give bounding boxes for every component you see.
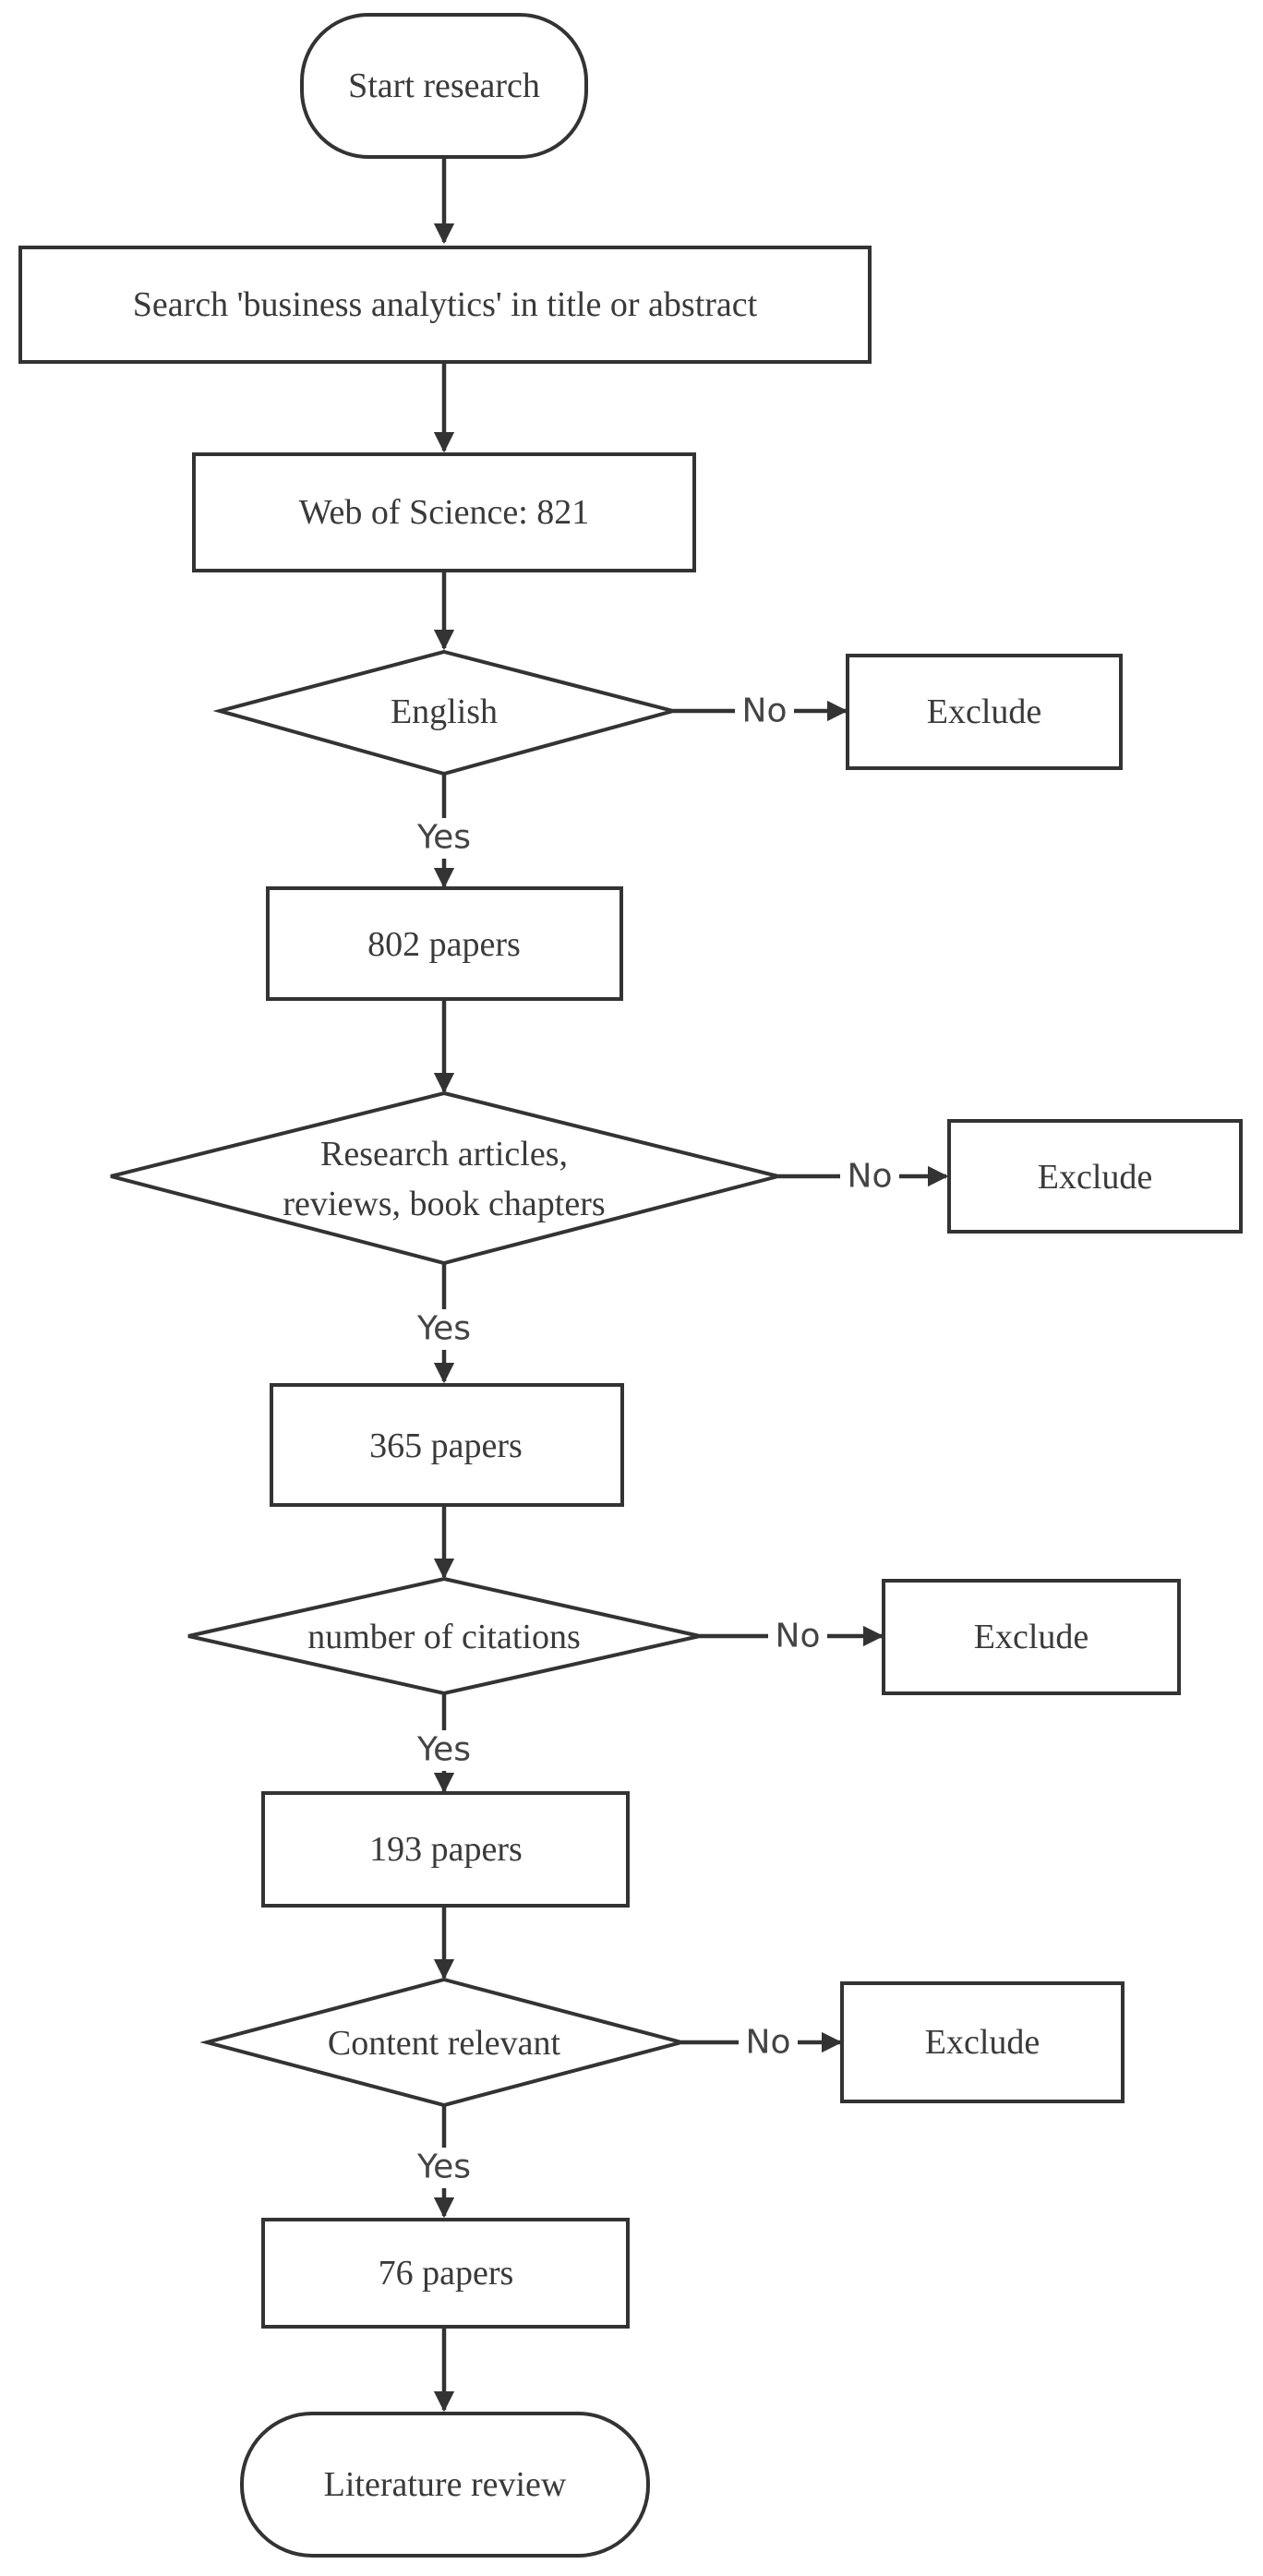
end-label: Literature review (324, 2465, 567, 2504)
exclude-box-2 (947, 1119, 1243, 1234)
document-type-decision (110, 1090, 779, 1266)
citations-decision-label: number of citations (307, 1618, 580, 1656)
papers-365-label: 365 papers (369, 1426, 523, 1465)
wos-label: Web of Science: 821 (299, 493, 590, 532)
exclude-label-4: Exclude (925, 2023, 1040, 2062)
document-type-label-line1: Research articles, (320, 1135, 568, 1174)
exclude-label-2: Exclude (1038, 1158, 1153, 1197)
yes-label: Yes (416, 2149, 471, 2186)
papers-802-label: 802 papers (367, 925, 521, 964)
exclude-box-3 (882, 1579, 1181, 1695)
exclude-label-3: Exclude (974, 1618, 1089, 1656)
wos-box (192, 452, 696, 572)
papers-76-box (261, 2218, 630, 2329)
search-step-label: Search 'business analytics' in title or … (133, 285, 758, 324)
content-relevant-decision (199, 1977, 689, 2108)
document-type-label-line2: reviews, book chapters (283, 1185, 605, 1223)
papers-193-label: 193 papers (369, 1830, 523, 1869)
yes-label: Yes (416, 819, 471, 857)
start-label: Start research (348, 66, 540, 105)
exclude-box-1 (846, 654, 1123, 770)
no-label: No (776, 1618, 821, 1655)
papers-802-box (266, 886, 623, 1001)
start-terminal (300, 13, 588, 159)
english-decision-label: English (391, 692, 498, 731)
papers-76-label: 76 papers (379, 2254, 514, 2293)
search-step-box (18, 246, 872, 364)
content-relevant-label: Content relevant (328, 2024, 561, 2063)
citations-decision (187, 1576, 701, 1696)
end-terminal (240, 2412, 650, 2558)
papers-365-box (270, 1383, 624, 1507)
no-label: No (848, 1158, 893, 1196)
exclude-box-4 (840, 1981, 1125, 2103)
no-label: No (742, 692, 788, 730)
papers-193-box (261, 1791, 630, 1908)
exclude-label-1: Exclude (927, 692, 1042, 731)
no-label: No (746, 2024, 791, 2062)
english-decision (212, 649, 680, 776)
yes-label: Yes (416, 1310, 471, 1348)
yes-label: Yes (416, 1731, 471, 1769)
